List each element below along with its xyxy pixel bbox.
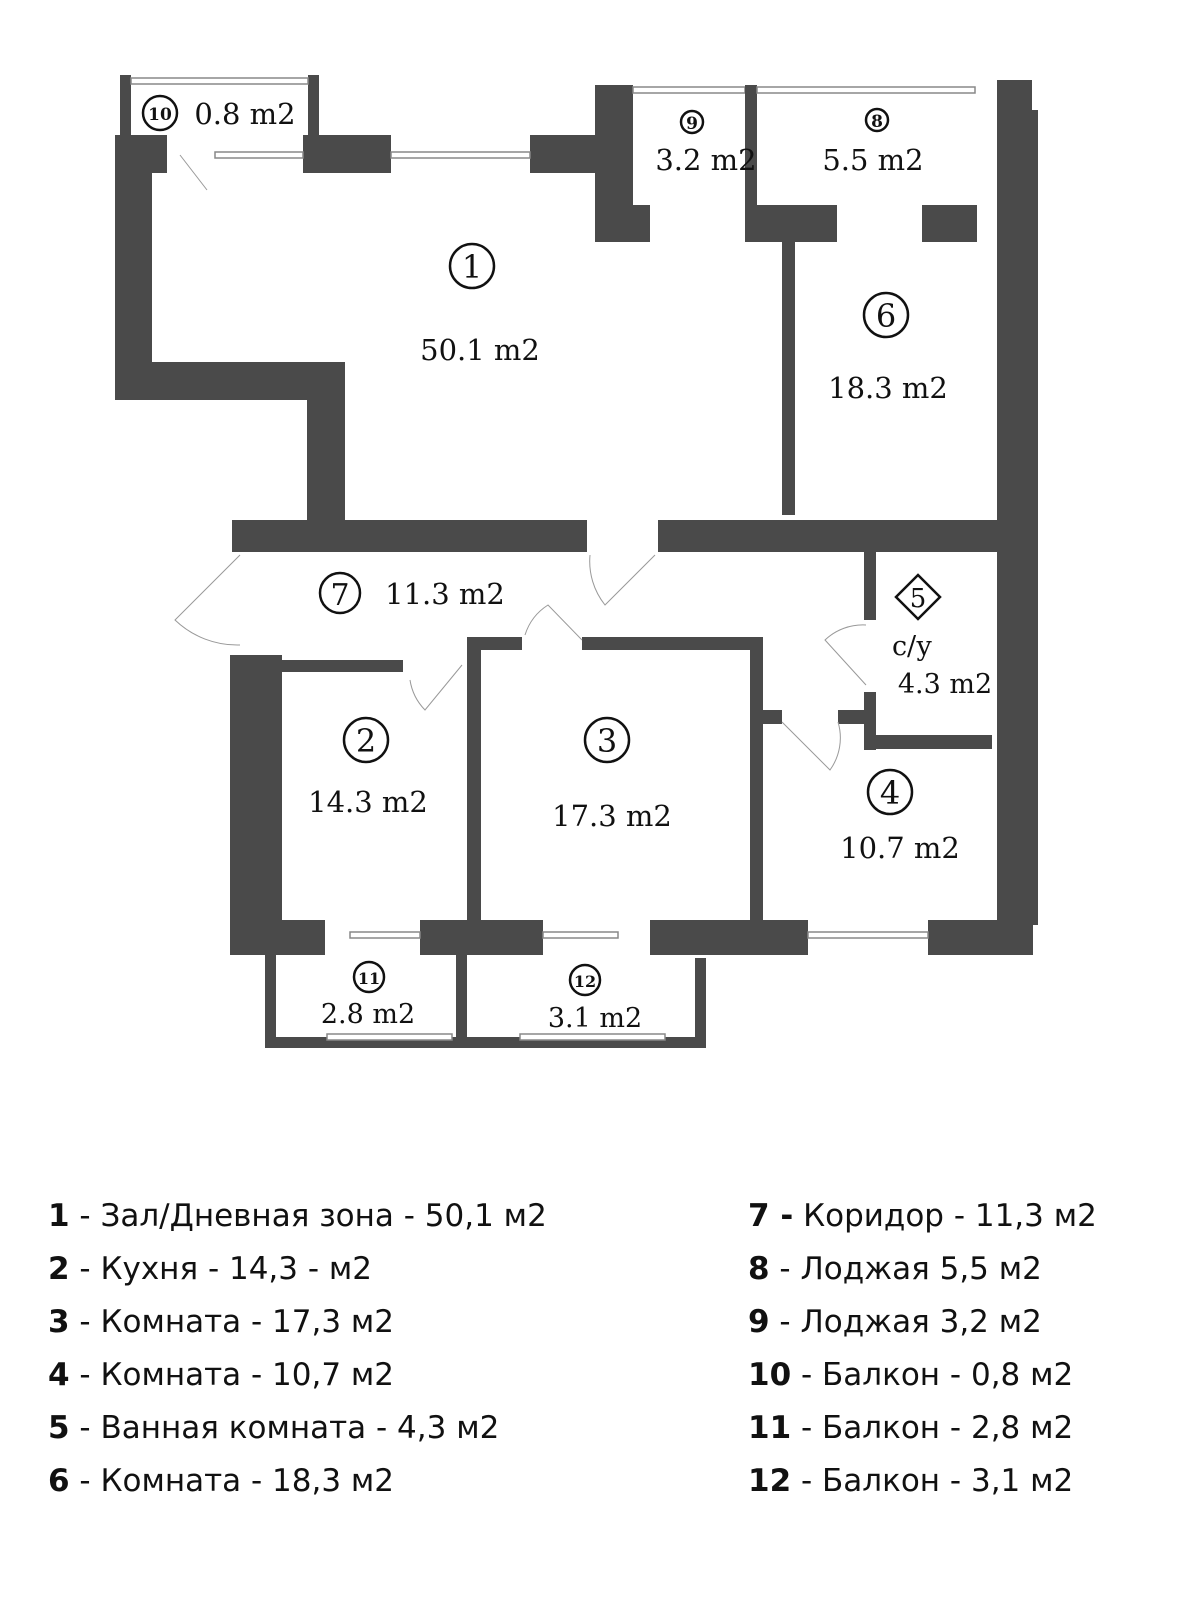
legend-item: 12 - Балкон - 3,1 м2 (748, 1463, 1074, 1499)
svg-text:17.3 m2: 17.3 m2 (552, 799, 672, 833)
legend-left: 1 - Зал/Дневная зона - 50,1 м2 2 - Кухня… (48, 1190, 547, 1508)
legend-item: 5 - Ванная комната - 4,3 м2 (48, 1410, 500, 1446)
svg-text:4.3 m2: 4.3 m2 (898, 669, 992, 700)
room-labels: 1 50.1 m2 2 14.3 m2 3 17.3 m2 4 10.7 m2 … (141, 94, 992, 1034)
svg-text:10: 10 (148, 105, 172, 125)
svg-text:11.3 m2: 11.3 m2 (385, 577, 505, 611)
svg-text:5: 5 (910, 584, 927, 614)
room-9-label: 9 3.2 m2 (655, 109, 757, 177)
room-6-label: 6 18.3 m2 (828, 291, 948, 405)
svg-text:11: 11 (358, 969, 380, 988)
svg-text:50.1 m2: 50.1 m2 (420, 333, 540, 367)
room-1-label: 1 50.1 m2 (420, 242, 540, 367)
room-7-label: 7 11.3 m2 (318, 571, 505, 615)
walls (115, 75, 1038, 1048)
svg-text:3.2 m2: 3.2 m2 (655, 143, 756, 177)
svg-text:4: 4 (880, 774, 900, 812)
svg-text:2.8 m2: 2.8 m2 (321, 999, 415, 1030)
svg-text:1: 1 (462, 248, 482, 286)
legend-item: 11 - Балкон - 2,8 м2 (748, 1410, 1074, 1446)
legend-item: 4 - Комната - 10,7 м2 (48, 1357, 395, 1393)
svg-text:12: 12 (574, 972, 596, 991)
svg-text:18.3 m2: 18.3 m2 (828, 371, 948, 405)
room-11-label: 11 2.8 m2 (321, 960, 415, 1030)
svg-text:5.5 m2: 5.5 m2 (822, 143, 923, 177)
svg-text:9: 9 (686, 114, 698, 134)
svg-text:8: 8 (871, 112, 883, 132)
legend-item: 10 - Балкон - 0,8 м2 (748, 1357, 1074, 1393)
svg-text:14.3 m2: 14.3 m2 (308, 785, 428, 819)
legend-item: 1 - Зал/Дневная зона - 50,1 м2 (48, 1198, 547, 1234)
svg-text:0.8 m2: 0.8 m2 (194, 97, 295, 131)
svg-text:2: 2 (356, 722, 376, 760)
floor-plan: 1 50.1 m2 2 14.3 m2 3 17.3 m2 4 10.7 m2 … (115, 75, 1038, 1048)
legend-item: 7 - Коридор - 11,3 м2 (748, 1198, 1097, 1234)
svg-text:3.1 m2: 3.1 m2 (548, 1003, 642, 1034)
room-5-label: 5 с/у 4.3 m2 (892, 573, 992, 700)
doors (174, 154, 867, 771)
room-12-label: 12 3.1 m2 (548, 963, 642, 1034)
svg-text:7: 7 (330, 578, 349, 613)
legend-item: 6 - Комната - 18,3 м2 (48, 1463, 395, 1499)
legend-item: 3 - Комната - 17,3 м2 (48, 1304, 395, 1340)
legend-item: 9 - Лоджая 3,2 м2 (748, 1304, 1042, 1340)
legend-right: 7 - Коридор - 11,3 м2 8 - Лоджая 5,5 м2 … (748, 1190, 1097, 1508)
legend-item: 2 - Кухня - 14,3 - м2 (48, 1251, 373, 1287)
room-4-label: 4 10.7 m2 (840, 768, 960, 865)
room-3-label: 3 17.3 m2 (552, 716, 672, 833)
room-8-label: 8 5.5 m2 (822, 107, 924, 177)
svg-text:3: 3 (597, 722, 617, 760)
svg-text:10.7 m2: 10.7 m2 (840, 831, 960, 865)
svg-text:с/у: с/у (892, 631, 932, 662)
svg-text:6: 6 (876, 297, 896, 335)
room-2-label: 2 14.3 m2 (308, 716, 428, 819)
legend-item: 8 - Лоджая 5,5 м2 (748, 1251, 1042, 1287)
room-10-label: 10 0.8 m2 (141, 94, 296, 132)
